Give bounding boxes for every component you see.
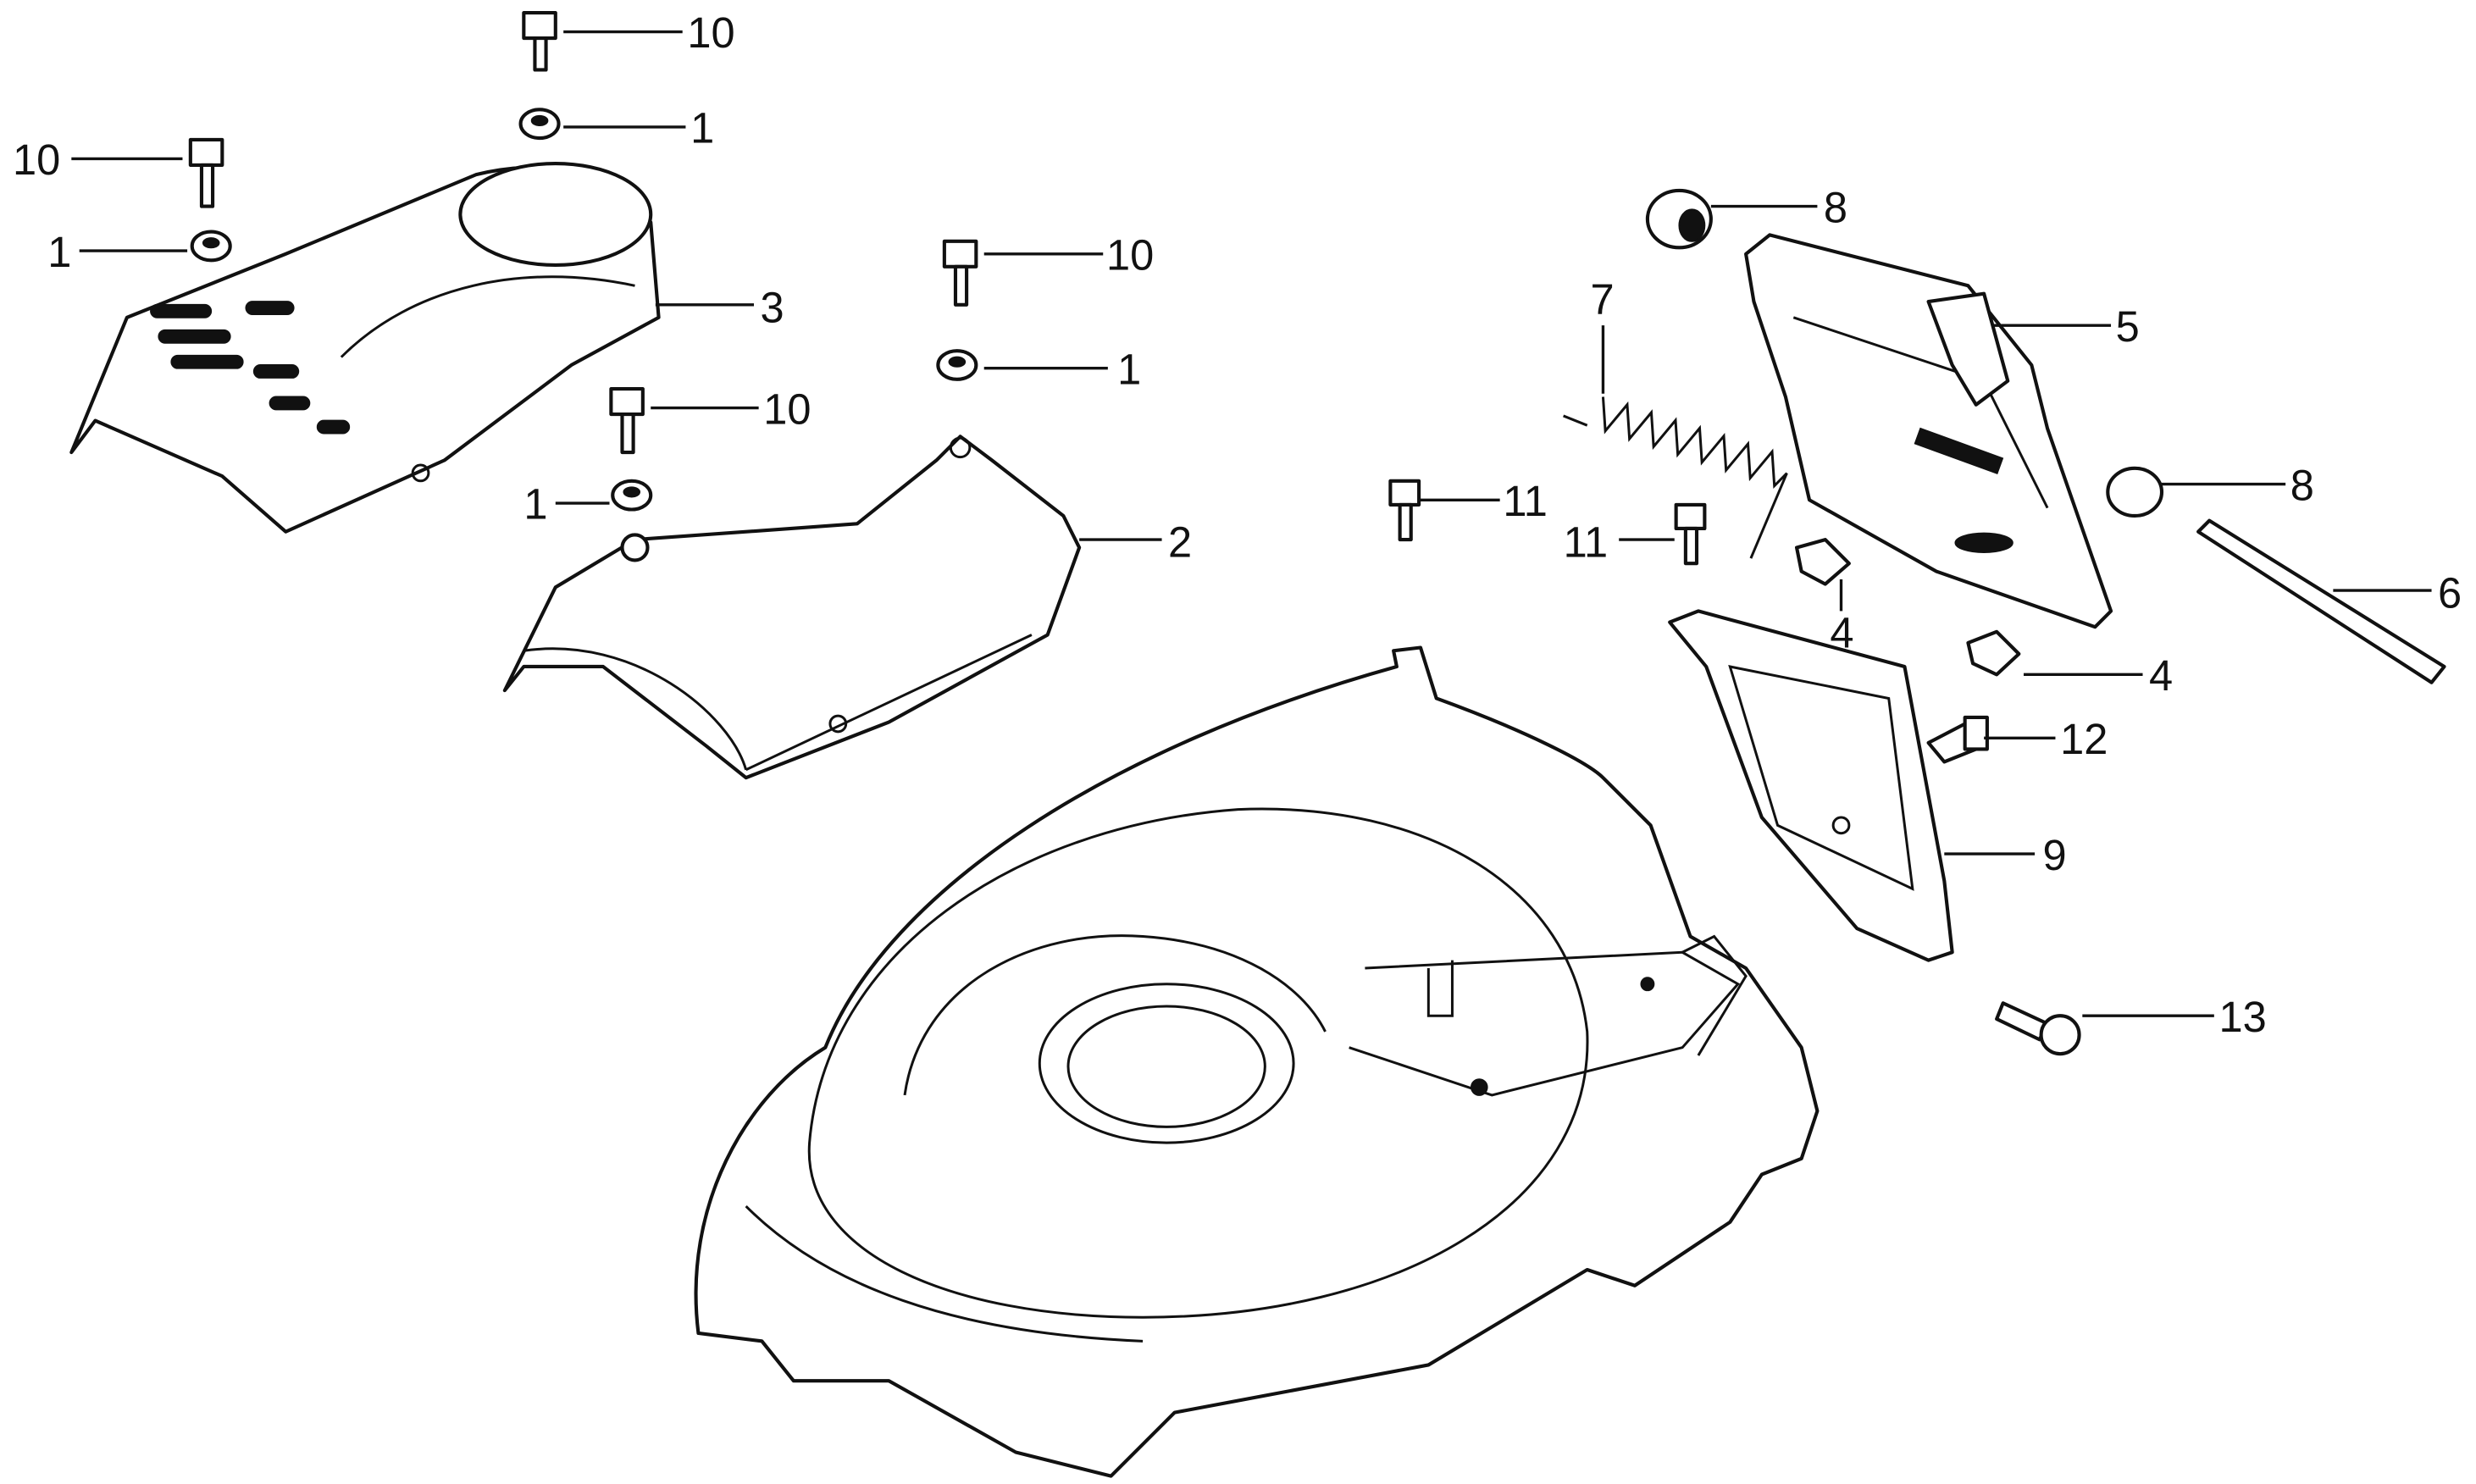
callout-11: 11 — [1503, 477, 1548, 525]
leader-lines — [71, 30, 2432, 1017]
callout-8: 8 — [1824, 183, 1847, 231]
washer-1-c — [936, 349, 978, 381]
callout-1: 1 — [1117, 345, 1141, 393]
bolt-10-d — [609, 387, 645, 455]
bolts-and-washers — [188, 10, 1707, 566]
callout-10: 10 — [687, 8, 734, 57]
callout-4: 4 — [2149, 651, 2173, 700]
bolt-11-a — [1388, 479, 1421, 542]
part-9-bracket — [1668, 609, 1954, 962]
part-8-bushing-a — [1645, 188, 1713, 250]
callout-2: 2 — [1168, 518, 1192, 567]
part-13-bolt — [1995, 1001, 2081, 1056]
callout-13: 13 — [2218, 993, 2266, 1041]
callout-11: 11 — [1564, 518, 1609, 567]
rear-flap-assembly — [1563, 188, 2446, 1056]
callout-1: 1 — [690, 104, 714, 152]
part-2-cover — [502, 435, 1082, 780]
callout-10: 10 — [763, 385, 811, 433]
callout-6: 6 — [2438, 569, 2462, 617]
washer-1-b — [190, 230, 232, 263]
bolt-10-a — [522, 10, 557, 72]
washer-1-a — [518, 108, 561, 141]
callout-1: 1 — [523, 480, 547, 529]
bolt-10-c — [942, 239, 978, 307]
callout-10: 10 — [1106, 231, 1154, 280]
callout-5: 5 — [2116, 302, 2140, 351]
callout-1: 1 — [47, 228, 71, 276]
callout-3: 3 — [761, 283, 784, 331]
part-6-rod — [2196, 518, 2446, 684]
part-3-cover — [69, 161, 661, 534]
bolt-11-b — [1674, 502, 1707, 566]
part-8-bushing-b — [2106, 466, 2164, 518]
callout-4: 4 — [1830, 609, 1853, 657]
part-5-flap — [1744, 233, 2113, 629]
bolt-10-b — [188, 137, 224, 208]
part-4-clip-a — [1794, 538, 1851, 586]
callout-7: 7 — [1590, 275, 1614, 324]
washer-1-d — [611, 479, 653, 512]
callout-12: 12 — [2060, 715, 2108, 763]
callout-8: 8 — [2290, 461, 2314, 509]
callout-9: 9 — [2042, 831, 2066, 879]
callout-labels: 10 1 10 1 3 10 1 10 1 2 8 7 5 8 6 11 11 … — [13, 8, 2462, 1041]
part-4-clip-b — [1966, 629, 2021, 677]
part-12-bolt — [1926, 715, 1989, 764]
callout-10: 10 — [13, 136, 60, 184]
part-7-spring — [1563, 396, 1788, 559]
mower-deck — [694, 645, 1820, 1478]
